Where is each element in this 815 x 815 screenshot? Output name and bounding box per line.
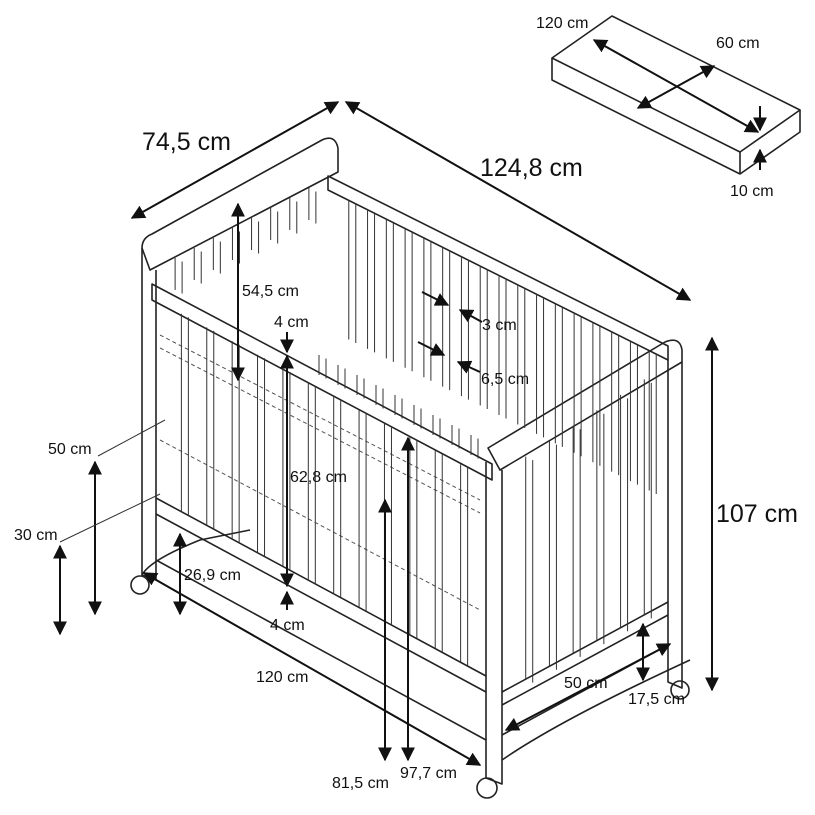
lower-base-height-label: 30 cm [14, 527, 58, 544]
mattress-length-label: 120 cm [536, 15, 588, 32]
drawer-height-left-label: 26,9 cm [184, 567, 241, 584]
mattress-thickness-label: 10 cm [730, 183, 774, 200]
dimension-lines [53, 39, 767, 766]
slat-gap-label: 6,5 cm [481, 371, 529, 388]
side-opening-label: 62,8 cm [290, 469, 347, 486]
lower-side-height-label: 81,5 cm [332, 775, 389, 792]
slat-width-label: 3 cm [482, 317, 517, 334]
drawer-height-label: 17,5 cm [628, 691, 685, 708]
depth-label: 74,5 cm [142, 128, 231, 156]
upper-side-height-label: 97,7 cm [400, 765, 457, 782]
crib-drawing [130, 137, 691, 799]
rail-top-label: 4 cm [274, 314, 309, 331]
upper-base-height-label: 50 cm [48, 441, 92, 458]
length-label: 124,8 cm [480, 154, 583, 182]
mattress-width-label: 60 cm [716, 35, 760, 52]
mattress-drawing [551, 15, 801, 175]
total-height-label: 107 cm [716, 500, 798, 528]
bottom-length-label: 120 cm [256, 669, 308, 686]
drawer-depth-label: 50 cm [564, 675, 608, 692]
end-panel-height-label: 54,5 cm [242, 283, 299, 300]
rail-bottom-label: 4 cm [270, 617, 305, 634]
